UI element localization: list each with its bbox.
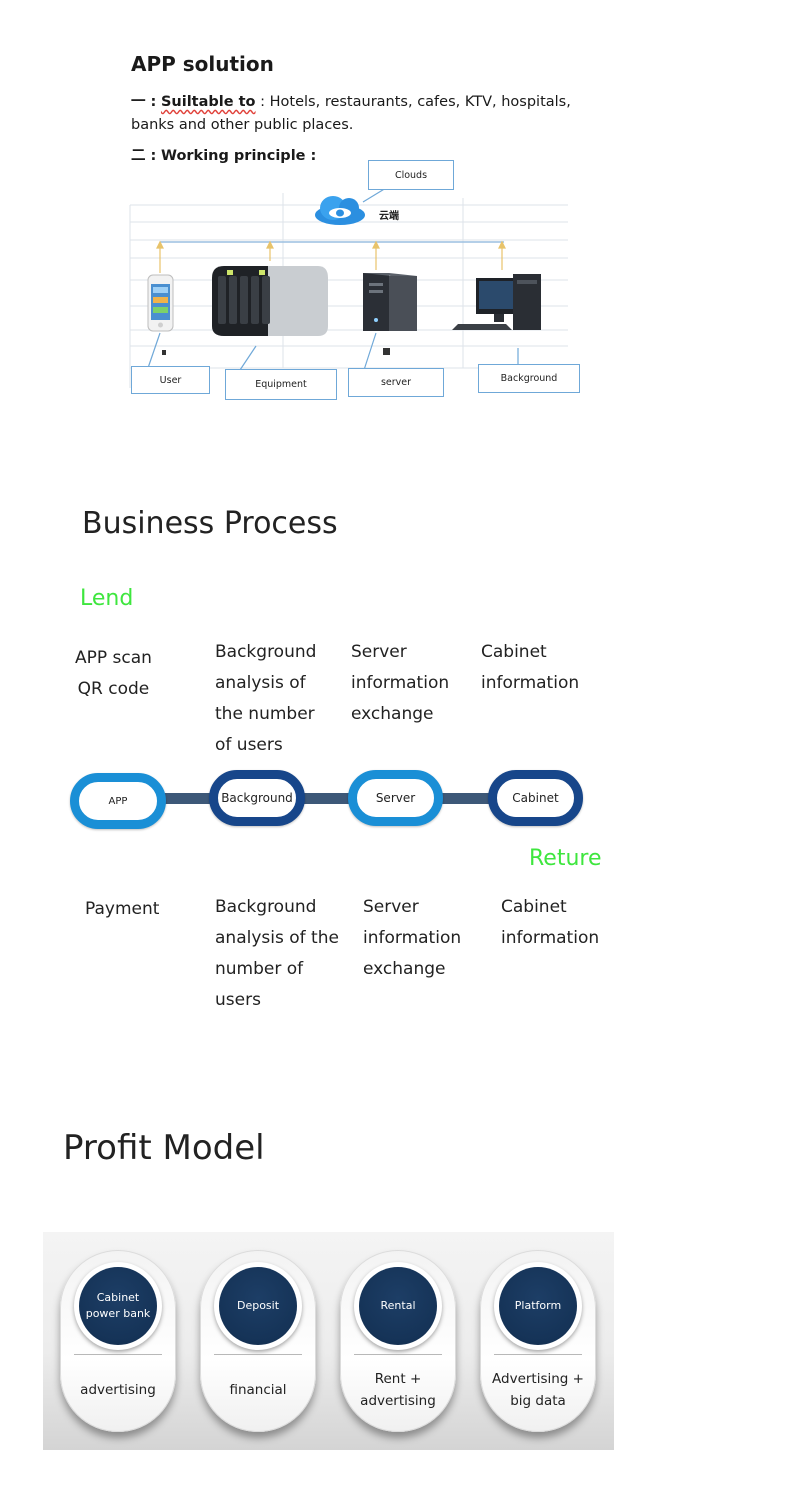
return-step-2-line: number of bbox=[215, 959, 304, 979]
small-mark-icon bbox=[162, 350, 166, 355]
server-tower-icon bbox=[363, 273, 417, 331]
return-step-3: Server information exchange bbox=[363, 892, 461, 985]
return-label: Reture bbox=[529, 846, 602, 871]
return-step-1: Payment bbox=[85, 894, 159, 925]
node-app: APP bbox=[70, 773, 166, 829]
return-step-4: Cabinet information bbox=[501, 892, 599, 954]
business-process-title: Business Process bbox=[82, 506, 338, 541]
card-circle-label: Platform bbox=[499, 1267, 577, 1345]
working-principle-line: 二 : Working principle : bbox=[131, 144, 316, 165]
line1-keyword: Suiltable to bbox=[160, 94, 256, 110]
return-step-3-line: information bbox=[363, 928, 462, 948]
profit-card-platform: Platform Advertising + big data bbox=[480, 1250, 596, 1432]
return-step-2: Background analysis of the number of use… bbox=[215, 892, 339, 1016]
card-text-line: advertising bbox=[360, 1393, 436, 1409]
card-circle: Cabinet power bank bbox=[74, 1262, 162, 1350]
connector-app-background bbox=[160, 793, 218, 804]
lend-step-4: Cabinet information bbox=[481, 637, 579, 699]
card-circle-label: Deposit bbox=[219, 1267, 297, 1345]
card-text-line: financial bbox=[229, 1382, 287, 1398]
card-text: advertising bbox=[64, 1360, 172, 1420]
lend-step-4-line: Cabinet bbox=[481, 642, 547, 662]
clouds-callout-line bbox=[362, 187, 387, 203]
places-line: banks and other public places. bbox=[131, 117, 354, 133]
profit-card-deposit: Deposit financial bbox=[200, 1250, 316, 1432]
server-label: server bbox=[348, 368, 444, 397]
card-divider bbox=[354, 1354, 442, 1355]
card-divider bbox=[494, 1354, 582, 1355]
return-step-1-line: Payment bbox=[85, 899, 160, 919]
card-circle-line: Rental bbox=[380, 1299, 416, 1312]
lend-step-2-line: Background bbox=[215, 642, 317, 662]
lend-step-1: APP scan QR code bbox=[75, 643, 152, 705]
desktop-computer-icon bbox=[452, 274, 541, 330]
card-circle: Platform bbox=[494, 1262, 582, 1350]
card-text-line: big data bbox=[510, 1393, 566, 1409]
card-circle-line: power bank bbox=[85, 1307, 151, 1320]
background-label: Background bbox=[478, 364, 580, 393]
card-text-line: Advertising + bbox=[492, 1371, 584, 1387]
connector-server-cabinet bbox=[438, 793, 494, 804]
label-callout-lines bbox=[147, 332, 519, 371]
lend-label: Lend bbox=[80, 586, 134, 611]
card-text: financial bbox=[204, 1360, 312, 1420]
card-text-line: advertising bbox=[80, 1382, 156, 1398]
lend-step-3-line: exchange bbox=[351, 704, 434, 724]
connector-background-server bbox=[298, 793, 354, 804]
line1-prefix: 一 : bbox=[131, 94, 157, 110]
arrows bbox=[156, 240, 506, 273]
card-circle-label: Rental bbox=[359, 1267, 437, 1345]
profit-card-cabinet: Cabinet power bank advertising bbox=[60, 1250, 176, 1432]
working-principle-diagram: Clouds 云端 User Equipment server Backgrou… bbox=[128, 158, 583, 403]
lend-step-2-line: analysis of bbox=[215, 673, 306, 693]
qr-mark-icon bbox=[383, 348, 390, 355]
lend-step-3: Server information exchange bbox=[351, 637, 449, 730]
lend-step-1-line: APP scan bbox=[75, 648, 152, 668]
card-circle-line: Cabinet bbox=[96, 1291, 140, 1304]
card-circle-line: Deposit bbox=[236, 1299, 280, 1312]
card-circle: Deposit bbox=[214, 1262, 302, 1350]
lend-step-2-line: of users bbox=[215, 735, 283, 755]
profit-card-rental: Rental Rent + advertising bbox=[340, 1250, 456, 1432]
lend-step-2-line: the number bbox=[215, 704, 315, 724]
card-circle-label: Cabinet power bank bbox=[79, 1267, 157, 1345]
lend-step-1-line: QR code bbox=[77, 679, 150, 699]
card-text: Rent + advertising bbox=[344, 1360, 452, 1420]
return-step-3-line: Server bbox=[363, 897, 419, 917]
suitable-line: 一 : Suiltable to : Hotels, restaurants, … bbox=[131, 90, 571, 111]
node-cabinet: Cabinet bbox=[488, 770, 583, 826]
cloud-icon bbox=[315, 196, 365, 225]
return-step-2-line: users bbox=[215, 990, 261, 1010]
user-label: User bbox=[131, 366, 210, 394]
power-bank-cabinet-icon bbox=[212, 266, 328, 336]
card-text: Advertising + big data bbox=[484, 1360, 592, 1420]
lend-step-4-line: information bbox=[481, 673, 580, 693]
clouds-label: Clouds bbox=[368, 160, 454, 190]
lend-step-2: Background analysis of the number of use… bbox=[215, 637, 316, 761]
return-step-2-line: Background bbox=[215, 897, 317, 917]
node-server: Server bbox=[348, 770, 443, 826]
equipment-label: Equipment bbox=[225, 369, 337, 400]
card-circle-line: Platform bbox=[514, 1299, 562, 1312]
card-divider bbox=[74, 1354, 162, 1355]
return-step-4-line: information bbox=[501, 928, 600, 948]
cloud-cn-label: 云端 bbox=[379, 211, 399, 222]
profit-model-title: Profit Model bbox=[63, 1128, 265, 1168]
lend-step-3-line: information bbox=[351, 673, 450, 693]
card-circle: Rental bbox=[354, 1262, 442, 1350]
card-text-line: Rent + bbox=[374, 1371, 422, 1387]
app-solution-title: APP solution bbox=[131, 52, 274, 76]
return-step-4-line: Cabinet bbox=[501, 897, 567, 917]
phone-icon bbox=[147, 274, 174, 332]
return-step-2-line: analysis of the bbox=[215, 928, 339, 948]
return-step-3-line: exchange bbox=[363, 959, 446, 979]
diagram-graphics bbox=[129, 187, 568, 388]
line3-keyword: Working principle : bbox=[160, 148, 317, 164]
line1-rest: : Hotels, restaurants, cafes, KTV, hospi… bbox=[255, 94, 571, 110]
node-background: Background bbox=[209, 770, 305, 826]
card-divider bbox=[214, 1354, 302, 1355]
line3-prefix: 二 : bbox=[131, 148, 157, 164]
lend-step-3-line: Server bbox=[351, 642, 407, 662]
